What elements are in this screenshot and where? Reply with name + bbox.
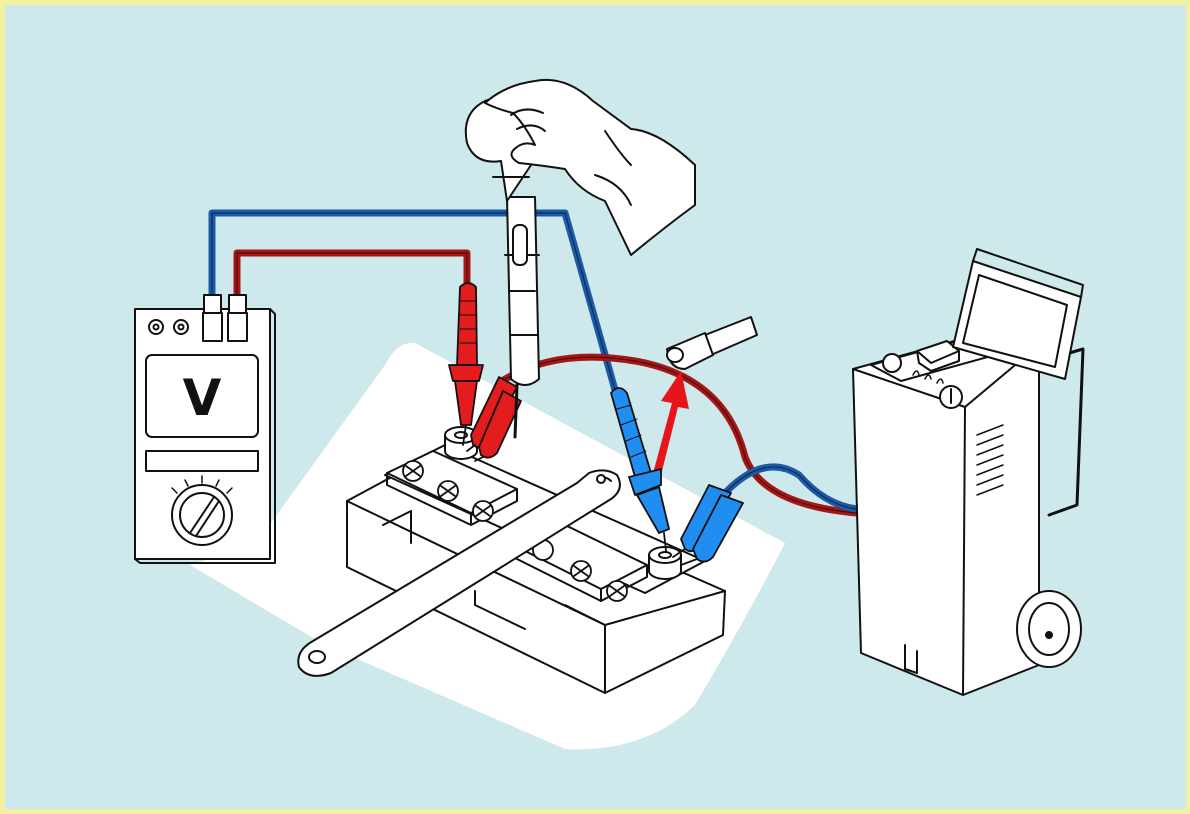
cable-removal-arrow <box>652 371 689 479</box>
voltmeter-display-symbol: V <box>183 369 222 427</box>
battery-test-diagram: V <box>5 5 1190 814</box>
battery-cable-clamp <box>667 317 757 369</box>
voltmeter-positive-wire <box>237 253 467 297</box>
voltmeter <box>135 295 275 563</box>
battery-charger <box>853 249 1083 695</box>
